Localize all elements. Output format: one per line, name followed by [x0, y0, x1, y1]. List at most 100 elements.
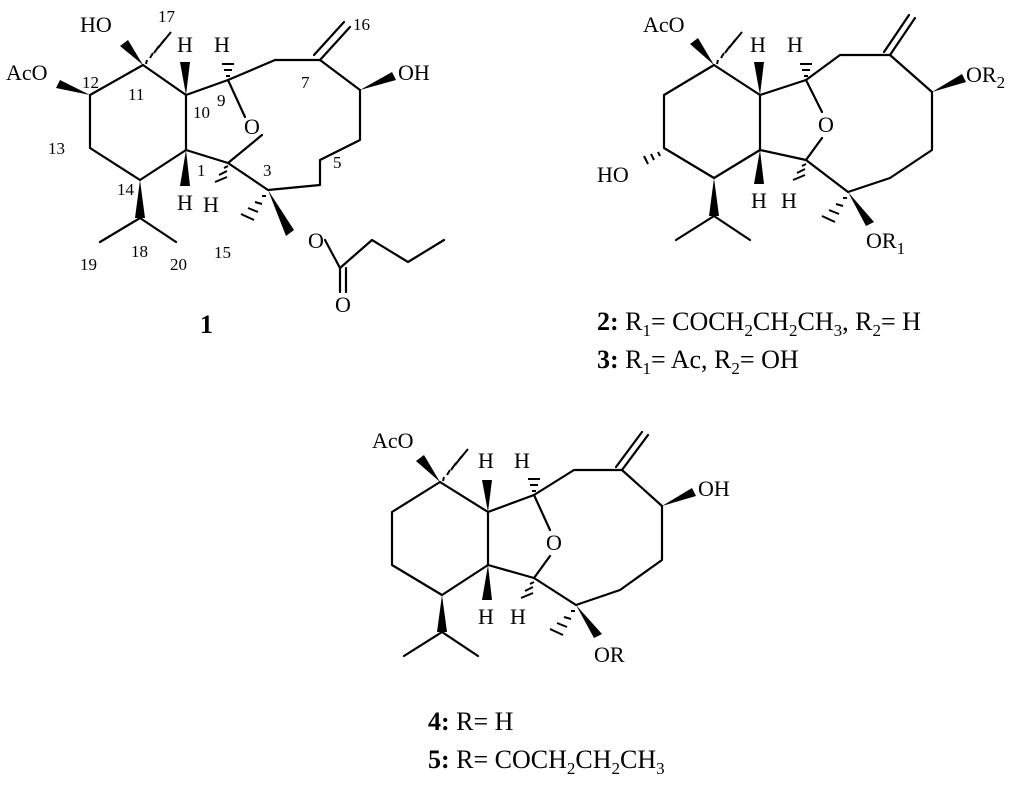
c1-isopropyl — [98, 216, 178, 244]
c23-ho-label: HO — [597, 162, 629, 187]
c23-h-b-label: H — [751, 188, 767, 213]
c23-or2-label: OR2 — [966, 62, 1005, 92]
c1-aco-label: AcO — [6, 60, 48, 85]
c23-cyclohexane-ring — [662, 63, 762, 180]
c23-hash-h-c — [800, 63, 812, 77]
c45-hash-methyl-2 — [549, 610, 575, 636]
c1-num-9: 9 — [217, 91, 226, 110]
c1-wedge-c3-o — [268, 190, 294, 236]
c1-h1-label: H — [177, 190, 193, 215]
c23-or1-label: OR1 — [866, 228, 905, 258]
c1-hash-h9 — [222, 63, 234, 77]
c23-hash-ho — [643, 151, 661, 165]
c1-methylene-bond-2 — [312, 20, 346, 57]
c1-h9-label: H — [214, 32, 230, 57]
c1-num-1: 1 — [197, 161, 206, 180]
c45-h-c-label: H — [514, 448, 530, 473]
c45-wedge-h-a — [482, 480, 492, 512]
c1-thf-bond-b — [184, 133, 264, 165]
c1-num-7: 7 — [301, 73, 310, 92]
c1-ho-label: HO — [80, 12, 112, 37]
c45-h-a-label: H — [478, 448, 494, 473]
c1-num-16: 16 — [353, 15, 370, 34]
c1-wedge-oh — [360, 72, 396, 90]
structure-compound-1: HO AcO OH O O O H H H H 17 16 12 11 10 9… — [6, 7, 446, 339]
c23-oxonane-ring — [804, 53, 934, 194]
c1-ester-oxygen: O — [308, 228, 324, 253]
c1-cyclohexane-ring — [88, 63, 188, 182]
c1-h10-label: H — [177, 32, 193, 57]
c1-num-15: 15 — [214, 243, 231, 262]
c45-hash-h-d — [520, 581, 535, 599]
c23-h-d-label: H — [781, 188, 797, 213]
c45-wedge-oh — [662, 488, 696, 506]
c23-wedge-isopropyl — [709, 178, 719, 216]
c45-oh-label: OH — [698, 476, 730, 501]
compound-4-caption: 4: R= H — [428, 707, 514, 736]
c23-wedge-h-a — [754, 62, 764, 95]
compound-2-caption: 2: R1= COCH2CH2CH3, R2= H — [597, 307, 921, 340]
c45-methylene-bond — [620, 433, 650, 472]
c1-h2-label: H — [203, 192, 219, 217]
c45-aco-label: AcO — [372, 428, 414, 453]
c45-or-label: OR — [594, 642, 625, 667]
c45-hash-methyl — [442, 448, 469, 482]
c1-num-14: 14 — [117, 180, 135, 199]
c45-wedge-or — [576, 605, 602, 638]
c23-wedge-aco — [690, 38, 714, 65]
c1-methylene-bond — [318, 25, 352, 62]
c1-wedge-h1 — [180, 150, 190, 186]
c1-num-12: 12 — [82, 73, 99, 92]
c1-num-5: 5 — [333, 153, 342, 172]
compound-3-caption: 3: R1= Ac, R2= OH — [597, 345, 799, 378]
structure-compound-2-3: AcO HO O H H H H OR2 OR1 2: R1= COCH2CH2… — [597, 12, 1005, 378]
c23-methylene-bond-2 — [882, 13, 911, 54]
c23-wedge-or2 — [932, 74, 966, 92]
c1-hash-c15 — [240, 195, 266, 221]
c23-thf-bond-a — [758, 78, 824, 114]
c23-methylene-bond — [888, 16, 917, 57]
structure-compound-4-5: AcO OH O H H H H OR 4: R= H 5: R= COCH2C… — [372, 428, 730, 778]
c45-h-d-label: H — [510, 604, 526, 629]
c45-oxonane-ring — [532, 468, 664, 607]
c45-thf-bond-a — [486, 493, 552, 532]
c1-hash-c17 — [145, 31, 172, 65]
c1-num-13: 13 — [48, 139, 65, 158]
c45-isopropyl — [402, 630, 480, 658]
compound-5-caption: 5: R= COCH2CH2CH3 — [428, 745, 665, 778]
c1-hash-h2 — [214, 165, 229, 183]
c1-num-11: 11 — [128, 85, 144, 104]
c45-h-b-label: H — [478, 604, 494, 629]
c1-wedge-h10 — [180, 62, 190, 95]
c45-wedge-isopropyl — [437, 595, 447, 632]
c45-methylene-bond-2 — [614, 430, 644, 469]
c23-isopropyl — [674, 214, 752, 242]
c45-cyclohexane-ring — [390, 480, 490, 597]
c23-ring-oxygen: O — [818, 112, 834, 137]
c23-hash-methyl — [716, 31, 743, 65]
c45-thf-bond-b — [486, 554, 552, 580]
c1-num-18: 18 — [131, 242, 148, 261]
c1-wedge-ho — [120, 40, 143, 65]
c23-hash-h-d — [792, 163, 807, 181]
c45-ring-oxygen: O — [546, 530, 562, 555]
c1-num-20: 20 — [170, 255, 187, 274]
c1-oxonane-ring — [226, 58, 362, 192]
c1-butanoyl-chain — [323, 238, 446, 270]
c23-h-a-label: H — [750, 32, 766, 57]
c45-wedge-h-b — [482, 565, 492, 600]
c23-wedge-h-b — [754, 150, 764, 184]
c1-carbonyl-oxygen: O — [335, 292, 351, 317]
c23-aco-label: AcO — [643, 12, 685, 37]
c1-wedge-aco — [56, 80, 90, 95]
c23-wedge-or1 — [848, 192, 874, 226]
c1-num-19: 19 — [80, 255, 97, 274]
c45-wedge-aco — [416, 455, 440, 482]
c23-hash-methyl-2 — [821, 197, 847, 223]
c45-hash-h-c — [528, 478, 540, 492]
c23-thf-bond-b — [758, 136, 824, 162]
c1-num-17: 17 — [158, 7, 176, 26]
c1-wedge-c14-c18 — [135, 180, 145, 218]
